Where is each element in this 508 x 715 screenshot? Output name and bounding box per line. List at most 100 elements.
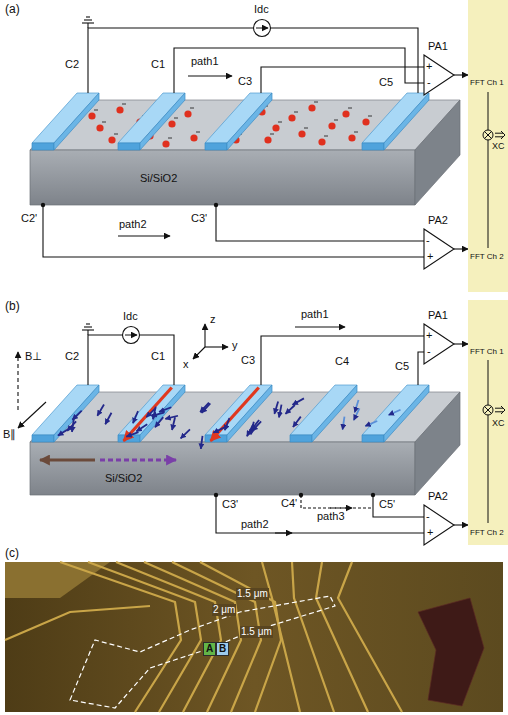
spin-arrow <box>293 417 301 427</box>
wire <box>216 495 424 533</box>
electron <box>184 110 191 117</box>
electron <box>272 124 279 131</box>
dimension-label: 1.5 μm <box>236 588 269 600</box>
path-label: path2 <box>118 218 148 231</box>
amplifier-label: + <box>426 329 432 342</box>
contact-side <box>384 385 429 442</box>
wire <box>301 495 373 508</box>
source-circle <box>123 327 140 344</box>
electron-charge <box>94 110 98 111</box>
preamplifier: PA1+- <box>424 324 454 364</box>
electron-charge <box>348 108 352 109</box>
contact-label: C3 <box>240 354 256 367</box>
wire <box>418 352 424 385</box>
electron-charge <box>114 134 118 135</box>
contact-front <box>290 435 312 442</box>
spin-arrow <box>201 436 203 449</box>
flake <box>418 598 484 706</box>
contact-front <box>362 143 384 150</box>
amplifier-triangle <box>424 324 454 364</box>
spin-arrow <box>274 401 278 413</box>
electron-charge <box>122 104 126 105</box>
ground-symbol <box>82 329 94 330</box>
spin-arrow <box>72 411 81 420</box>
gold-pad <box>5 562 110 598</box>
correlation-line <box>488 360 489 523</box>
spin-arrow <box>200 403 209 413</box>
electron <box>264 136 271 143</box>
contact-label: C1 <box>150 350 166 363</box>
contact-label: C3 <box>237 75 253 88</box>
fft-panel: FFT Ch 1XCFFT Ch 2 <box>468 300 508 545</box>
wire <box>174 48 424 93</box>
spin-arrow <box>165 416 178 419</box>
contact-front <box>205 143 227 150</box>
axis <box>193 347 205 359</box>
electron <box>190 134 197 141</box>
substrate-side <box>415 100 460 205</box>
wire <box>373 495 424 517</box>
preamplifier: PA2-+ <box>424 505 454 545</box>
contact-front <box>362 435 384 442</box>
electron-charge <box>334 120 338 121</box>
multiplier-symbol <box>485 132 492 139</box>
wire <box>216 205 424 241</box>
contact-label: C2 <box>64 58 80 71</box>
panel-b-art <box>18 324 460 533</box>
material-label: Si/SiO2 <box>105 472 142 485</box>
axis <box>204 324 205 347</box>
contact-label: C2' <box>20 212 38 225</box>
electron <box>108 136 115 143</box>
channel-label: FFT Ch 2 <box>470 252 504 261</box>
spin-current-arrow <box>100 459 176 462</box>
substrate-side <box>415 392 460 495</box>
electron <box>308 104 315 111</box>
ground-symbol <box>84 19 92 20</box>
electron <box>162 140 169 147</box>
node-label: A <box>206 643 213 655</box>
electron <box>96 124 103 131</box>
contact-front <box>32 143 54 150</box>
signal-line <box>454 74 468 75</box>
wire <box>88 335 122 385</box>
amplifier-label: + <box>426 60 432 73</box>
spin-arrow <box>293 398 304 404</box>
electron <box>342 110 349 117</box>
electron <box>88 112 95 119</box>
amplifier-triangle <box>424 505 454 545</box>
channel-label: XC <box>492 141 505 151</box>
signal-line <box>454 343 468 344</box>
panel-label: (b) <box>4 300 21 314</box>
contact-label: C2 <box>64 350 80 363</box>
correlation-line <box>488 92 489 248</box>
axis-label: x <box>182 358 190 371</box>
contact-front <box>32 435 54 442</box>
source-circle <box>254 20 271 37</box>
field-label: B∥ <box>2 428 17 441</box>
electrode <box>144 562 241 712</box>
electron <box>168 120 175 127</box>
path-arrow <box>118 235 170 236</box>
amplifier-label: PA2 <box>428 490 448 503</box>
spin-arrow <box>153 407 156 420</box>
multiplier-symbol <box>483 130 493 140</box>
current-source-shape <box>253 19 271 37</box>
electron-charge <box>294 112 298 113</box>
signal-line <box>454 248 468 249</box>
contact-label: C4' <box>280 497 298 510</box>
electrode <box>60 562 181 712</box>
electron-charge <box>190 108 194 109</box>
amplifier-label: PA1 <box>428 40 448 53</box>
spin-arrow <box>211 388 259 442</box>
contact-side <box>54 93 99 150</box>
spin-arrow <box>155 417 163 427</box>
electron <box>318 138 325 145</box>
source-arrow <box>125 335 137 336</box>
spin-arrow <box>225 418 230 430</box>
path-label: path3 <box>316 510 346 523</box>
contact-label: C1 <box>150 58 166 71</box>
panel-label: (c) <box>4 547 20 561</box>
electron-charge <box>168 138 172 139</box>
path-arrow <box>188 75 232 76</box>
spin-arrow <box>172 417 175 430</box>
